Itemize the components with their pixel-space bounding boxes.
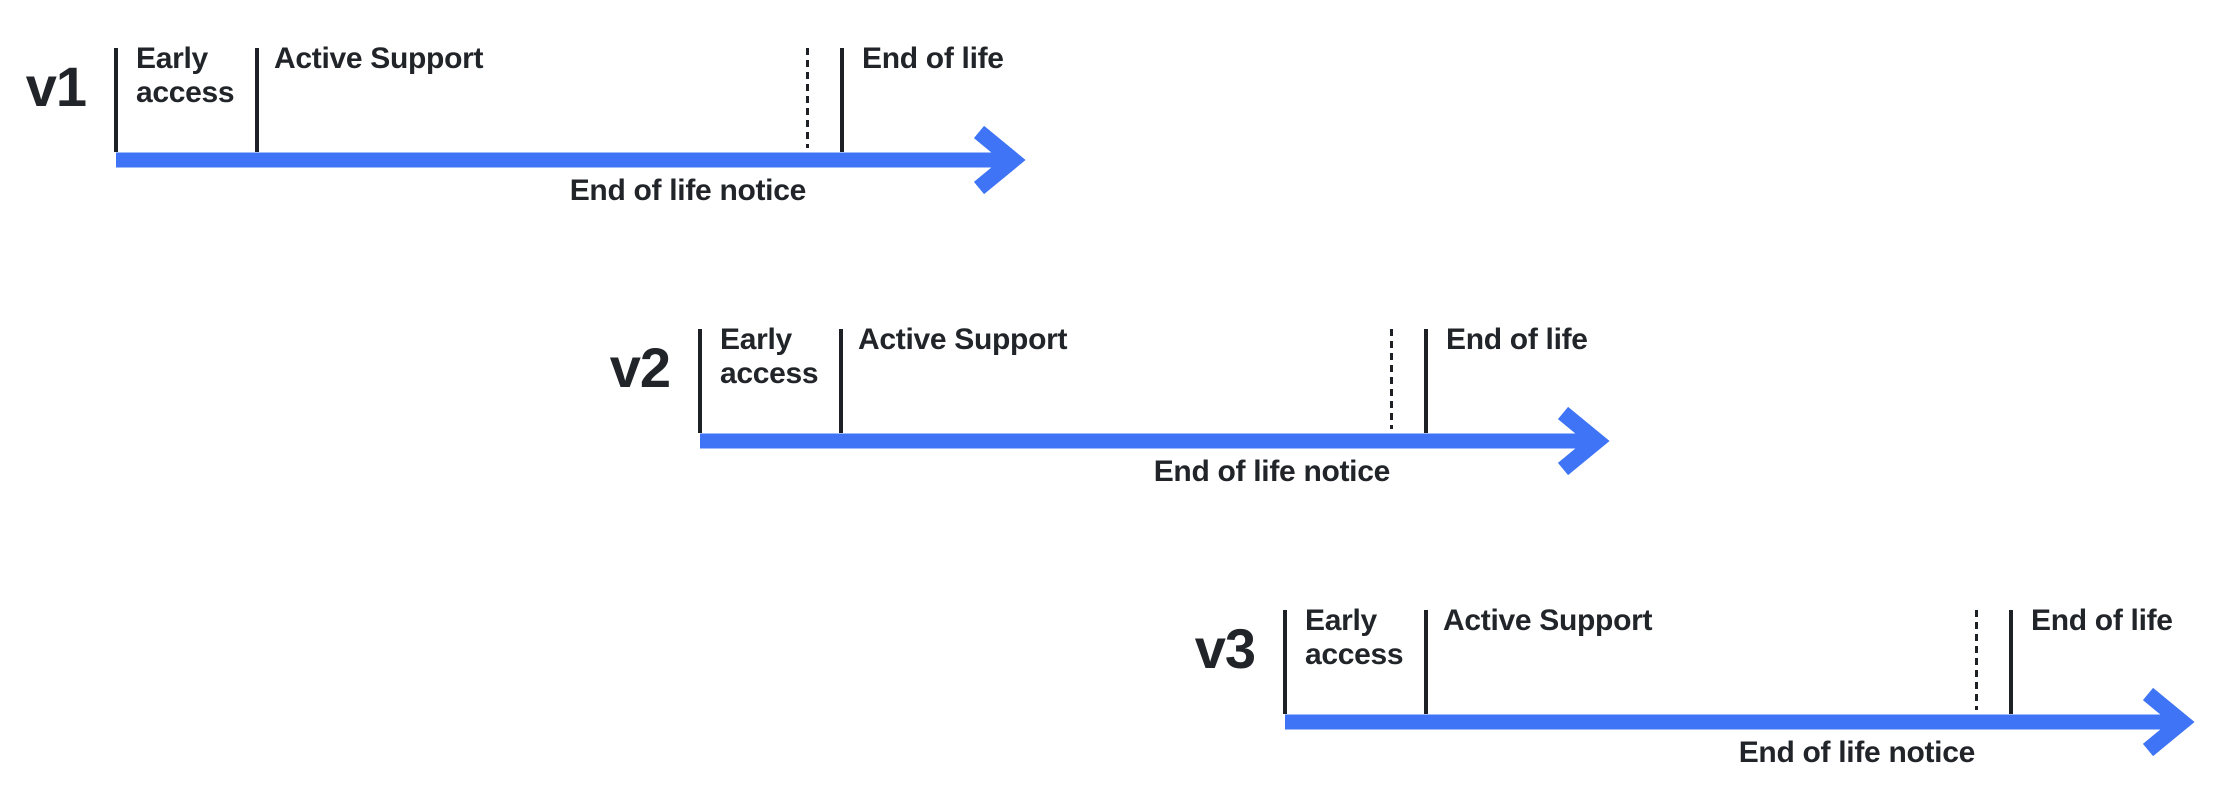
- active-support-label: Active Support: [858, 323, 1068, 356]
- eol-notice-label: End of life notice: [569, 174, 807, 207]
- active-support-label: Active Support: [274, 42, 484, 75]
- timeline-arrow: [116, 125, 1026, 195]
- early-access-label: Early access: [136, 42, 235, 109]
- timeline-arrow: [1285, 687, 2195, 757]
- timeline-row-v2: v2 Early access Active Support End of li…: [584, 281, 1629, 496]
- eol-notice-label: End of life notice: [1153, 455, 1391, 488]
- end-of-life-label: End of life: [2031, 604, 2173, 637]
- arrowhead-icon: [2142, 687, 2195, 757]
- end-of-life-tick: [1424, 329, 1428, 433]
- timeline-row-v1: v1 Early access Active Support End of li…: [0, 0, 1045, 215]
- early-access-start-tick: [114, 48, 118, 152]
- end-of-life-tick: [2009, 610, 2013, 714]
- eol-notice-dashed-line: [1975, 610, 1978, 710]
- arrowhead-icon: [973, 125, 1026, 195]
- version-label-v1: v1: [25, 55, 87, 118]
- eol-notice-dashed-line: [806, 48, 809, 148]
- eol-notice-dashed-line: [1390, 329, 1393, 429]
- early-access-label: Early access: [720, 323, 819, 390]
- end-of-life-tick: [840, 48, 844, 152]
- version-label-v3: v3: [1194, 617, 1256, 680]
- active-support-start-tick: [255, 48, 259, 152]
- early-access-start-tick: [1283, 610, 1287, 714]
- end-of-life-label: End of life: [862, 42, 1004, 75]
- eol-notice-label: End of life notice: [1738, 736, 1976, 769]
- early-access-label: Early access: [1305, 604, 1404, 671]
- timeline-arrow: [700, 406, 1610, 476]
- end-of-life-label: End of life: [1446, 323, 1588, 356]
- active-support-start-tick: [1424, 610, 1428, 714]
- timeline-row-v3: v3 Early access Active Support End of li…: [1169, 562, 2214, 777]
- active-support-label: Active Support: [1443, 604, 1653, 637]
- early-access-start-tick: [698, 329, 702, 433]
- active-support-start-tick: [839, 329, 843, 433]
- version-label-v2: v2: [609, 336, 671, 399]
- arrowhead-icon: [1557, 406, 1610, 476]
